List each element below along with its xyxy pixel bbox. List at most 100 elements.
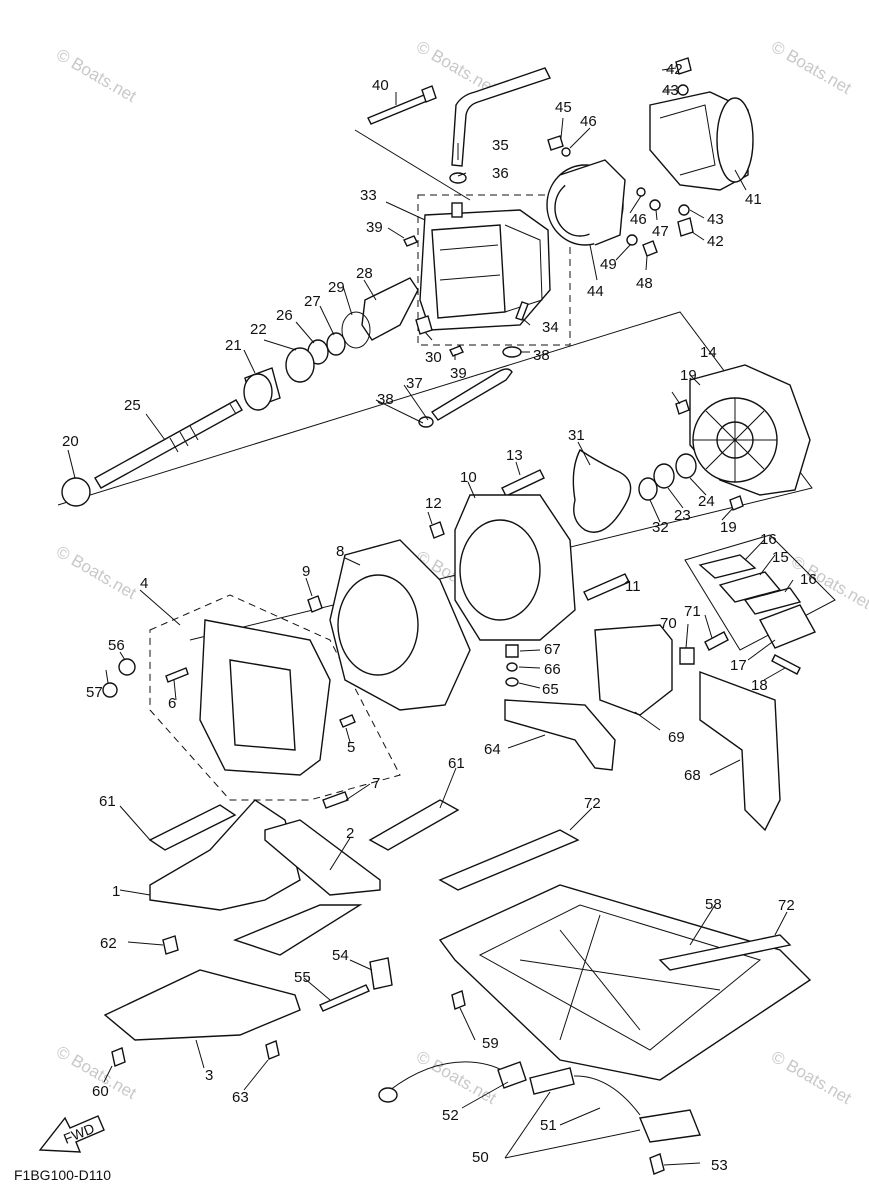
bolt-42-bottom <box>677 217 694 237</box>
part-label-53: 53 <box>711 1157 728 1174</box>
intake-housing-33 <box>419 202 551 331</box>
grommet-51 <box>497 1061 527 1089</box>
part-label-47: 47 <box>652 223 669 240</box>
pin-9 <box>307 595 323 613</box>
bolt-40-guide <box>354 129 471 201</box>
part-label-62: 62 <box>100 935 117 952</box>
sensor-cable <box>573 1075 641 1116</box>
stud-34 <box>515 301 529 321</box>
stud-6 <box>165 667 189 683</box>
bolt-13 <box>501 469 545 497</box>
part-label-38: 38 <box>377 391 394 408</box>
sensor-bracket <box>639 1109 701 1143</box>
fwd-arrow: FWD <box>38 1115 105 1153</box>
watermark: © Boats.net <box>53 542 140 603</box>
part-label-23: 23 <box>674 507 691 524</box>
stud-7 <box>322 791 349 809</box>
nut-47 <box>649 199 661 211</box>
part-label-41: 41 <box>745 191 762 208</box>
part-label-40: 40 <box>372 77 389 94</box>
part-label-42: 42 <box>707 233 724 250</box>
clip-54 <box>369 957 393 990</box>
pin-39-lower <box>449 345 464 357</box>
pin-19-lower <box>729 495 744 511</box>
part-label-72: 72 <box>584 795 601 812</box>
part-label-5: 5 <box>347 739 355 756</box>
gasket-16-right <box>743 587 802 615</box>
oil-seal-27 <box>326 332 346 356</box>
part-label-60: 60 <box>92 1083 109 1100</box>
bolt-59 <box>451 990 466 1010</box>
part-label-46: 46 <box>580 113 597 130</box>
mount-61-left <box>148 804 237 851</box>
part-label-64: 64 <box>484 741 501 758</box>
part-label-49: 49 <box>600 256 617 273</box>
watermark: © Boats.net <box>413 1047 500 1108</box>
plate-2 <box>264 819 381 896</box>
part-number-labels: 1234567891011121314151616171819192021222… <box>62 61 817 1174</box>
part-label-46: 46 <box>630 211 647 228</box>
clamp-36 <box>449 172 467 184</box>
part-label-58: 58 <box>705 896 722 913</box>
cover-17 <box>759 604 816 649</box>
part-label-10: 10 <box>460 469 477 486</box>
part-label-67: 67 <box>544 641 561 658</box>
part-label-39: 39 <box>450 365 467 382</box>
part-label-63: 63 <box>232 1089 249 1106</box>
part-label-4: 4 <box>140 575 148 592</box>
part-label-59: 59 <box>482 1035 499 1052</box>
part-label-11: 11 <box>625 578 641 595</box>
bolt-30 <box>415 315 433 335</box>
part-label-30: 30 <box>425 349 442 366</box>
part-label-69: 69 <box>668 729 685 746</box>
pin-39-upper <box>403 235 418 247</box>
part-label-19: 19 <box>680 367 697 384</box>
part-label-31: 31 <box>568 427 585 444</box>
bolt-48 <box>642 240 658 257</box>
washer-46-upper <box>561 147 571 157</box>
part-label-12: 12 <box>425 495 442 512</box>
ring-32 <box>638 477 658 501</box>
part-label-68: 68 <box>684 767 701 784</box>
ride-plate-58 <box>438 884 812 1081</box>
part-label-44: 44 <box>587 283 604 300</box>
bolt-40 <box>367 85 437 125</box>
part-label-25: 25 <box>124 397 141 414</box>
clamp-38-upper <box>502 346 522 358</box>
part-label-33: 33 <box>360 187 377 204</box>
part-label-6: 6 <box>168 695 176 712</box>
part-label-38: 38 <box>533 347 550 364</box>
sensor-50 <box>529 1067 575 1095</box>
part-label-26: 26 <box>276 307 293 324</box>
ring-24 <box>675 453 697 479</box>
part-label-22: 22 <box>250 321 267 338</box>
part-label-51: 51 <box>540 1117 557 1134</box>
part-label-61: 61 <box>448 755 465 772</box>
housing-33-dashed-box <box>417 194 571 346</box>
part-label-65: 65 <box>542 681 559 698</box>
part-label-37: 37 <box>406 375 423 392</box>
bolt-42-top <box>675 57 692 75</box>
bolt-63 <box>265 1040 280 1060</box>
part-label-14: 14 <box>700 344 717 361</box>
fwd-arrow-icon <box>38 1115 105 1153</box>
part-label-17: 17 <box>730 657 747 674</box>
collar-49 <box>626 234 638 246</box>
collar-70 <box>679 647 695 665</box>
part-label-16: 16 <box>760 531 777 548</box>
part-label-24: 24 <box>698 493 715 510</box>
steering-nozzle-41 <box>649 91 754 191</box>
part-label-36: 36 <box>492 165 509 182</box>
bearing-20 <box>61 477 91 507</box>
pump-housing-14 <box>689 364 811 496</box>
housing-8 <box>329 539 471 711</box>
cover-28 <box>361 277 419 341</box>
bolt-53 <box>649 1153 665 1175</box>
washer-56 <box>118 658 136 676</box>
part-label-20: 20 <box>62 433 79 450</box>
gasket-16-left <box>698 554 757 579</box>
washer-66 <box>506 662 518 672</box>
part-label-28: 28 <box>356 265 373 282</box>
part-label-2: 2 <box>346 825 354 842</box>
part-label-39: 39 <box>366 219 383 236</box>
